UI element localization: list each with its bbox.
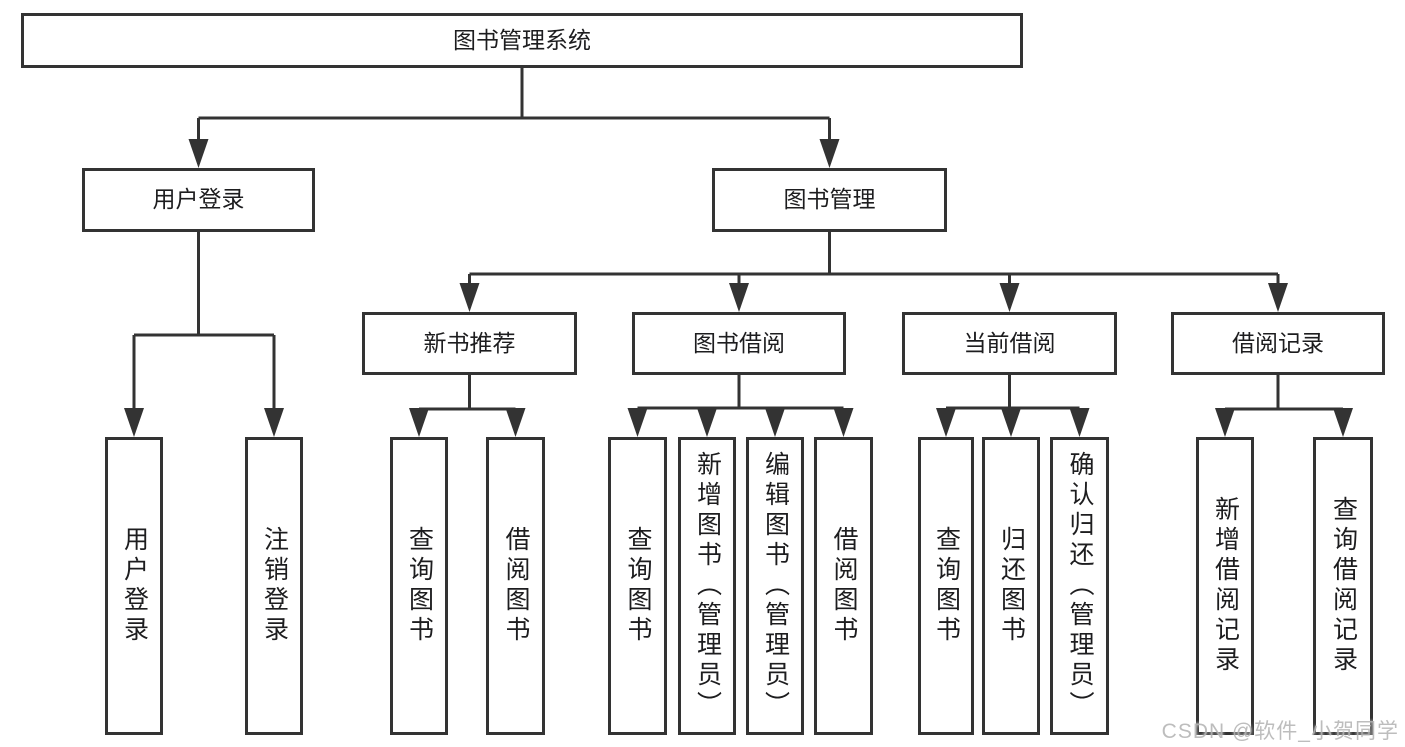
edge-from-borrow-records (1223, 375, 1345, 433)
node-label-leaf-borrow-book-1: 借阅图书 (502, 526, 530, 646)
edge-from-book-management (468, 232, 1280, 308)
arrowhead-current-borrow (999, 283, 1020, 312)
arrowhead-leaf-query-record (1333, 408, 1353, 437)
node-label-leaf-user-login: 用户登录 (120, 526, 149, 646)
node-label-new-book-recommend: 新书推荐 (423, 329, 516, 356)
node-label-current-borrow: 当前借阅 (963, 329, 1056, 356)
node-label-leaf-query-book-3: 查询图书 (932, 526, 961, 646)
node-leaf-query-record: 查询借阅记录 (1313, 437, 1373, 735)
watermark: CSDN @软件_小贺同学 (1161, 720, 1399, 743)
edge-from-book-borrow (636, 375, 845, 433)
arrowhead-new-book-recommend (459, 283, 480, 312)
node-new-book-recommend: 新书推荐 (362, 312, 577, 375)
edge-from-new-book-recommend (417, 375, 517, 433)
node-borrow-records: 借阅记录 (1171, 312, 1385, 375)
node-leaf-return-book: 归还图书 (982, 437, 1040, 735)
arrowhead-leaf-query-book-2 (627, 408, 648, 437)
node-book-management: 图书管理 (712, 168, 947, 232)
node-leaf-edit-book: 编辑图书（管理员） (746, 437, 804, 735)
arrowhead-book-management (819, 139, 840, 168)
node-leaf-add-record: 新增借阅记录 (1196, 437, 1254, 735)
node-leaf-user-login: 用户登录 (105, 437, 163, 735)
node-leaf-query-book-1: 查询图书 (390, 437, 448, 735)
edge-from-root (197, 68, 831, 164)
arrowhead-leaf-borrow-book-1 (505, 408, 526, 437)
node-label-leaf-add-record: 新增借阅记录 (1211, 496, 1240, 676)
node-leaf-confirm-return: 确认归还（管理员） (1050, 437, 1109, 735)
arrowhead-leaf-borrow-book-2 (833, 408, 854, 437)
node-leaf-borrow-book-2: 借阅图书 (814, 437, 873, 735)
arrowhead-user-login (188, 139, 209, 168)
node-leaf-query-book-2: 查询图书 (608, 437, 667, 735)
node-label-root: 图书管理系统 (453, 26, 591, 53)
node-label-borrow-records: 借阅记录 (1232, 329, 1324, 356)
arrowhead-book-borrow (729, 283, 749, 312)
node-label-leaf-edit-book: 编辑图书（管理员） (761, 451, 790, 721)
node-label-book-management: 图书管理 (783, 186, 876, 213)
arrowhead-leaf-query-book-3 (936, 408, 956, 437)
node-current-borrow: 当前借阅 (902, 312, 1117, 375)
node-label-leaf-add-book: 新增图书（管理员） (693, 451, 722, 721)
node-root: 图书管理系统 (21, 13, 1023, 68)
arrowhead-leaf-user-login (124, 408, 144, 437)
arrowhead-leaf-add-record (1215, 408, 1235, 437)
node-label-leaf-borrow-book-2: 借阅图书 (830, 526, 858, 646)
edge-from-current-borrow (944, 375, 1081, 433)
arrowhead-leaf-confirm-return (1069, 408, 1090, 437)
node-leaf-add-book: 新增图书（管理员） (678, 437, 736, 735)
node-leaf-logout: 注销登录 (245, 437, 303, 735)
arrowhead-leaf-logout (264, 408, 284, 437)
node-label-user-login: 用户登录 (152, 186, 245, 213)
arrowhead-leaf-edit-book (765, 408, 785, 437)
node-label-book-borrow: 图书借阅 (693, 329, 785, 356)
arrowhead-leaf-add-book (697, 408, 717, 437)
edge-from-user-login (132, 232, 276, 433)
node-label-leaf-query-book-1: 查询图书 (405, 526, 434, 646)
node-book-borrow: 图书借阅 (632, 312, 846, 375)
node-user-login: 用户登录 (82, 168, 315, 232)
node-label-leaf-query-book-2: 查询图书 (624, 526, 652, 646)
node-label-leaf-logout: 注销登录 (260, 526, 289, 646)
arrowhead-borrow-records (1268, 283, 1288, 312)
node-leaf-query-book-3: 查询图书 (918, 437, 974, 735)
arrowhead-leaf-query-book-1 (409, 408, 429, 437)
node-label-leaf-query-record: 查询借阅记录 (1329, 496, 1358, 676)
node-leaf-borrow-book-1: 借阅图书 (486, 437, 545, 735)
node-label-leaf-return-book: 归还图书 (997, 526, 1026, 646)
arrowhead-leaf-return-book (1001, 408, 1021, 437)
node-label-leaf-confirm-return: 确认归还（管理员） (1066, 451, 1094, 721)
